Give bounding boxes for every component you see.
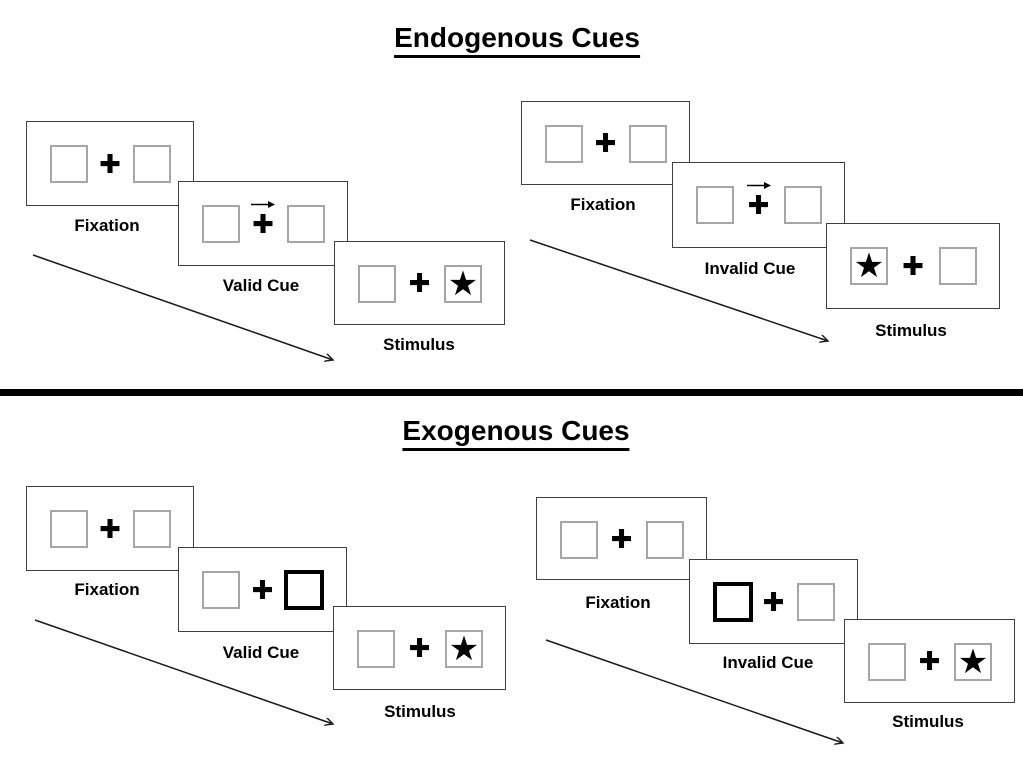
exogenous-valid-stimulus-panel: ✚ ★ [333, 606, 506, 690]
right-box [784, 186, 822, 224]
right-box [646, 521, 684, 559]
right-box [133, 145, 171, 183]
fixation-cross-icon: ✚ [99, 513, 121, 544]
endogenous-valid-fixation-panel: ✚ [26, 121, 194, 206]
timeline-arrow-exogenous-valid [34, 619, 333, 724]
exogenous-valid-fixation-label: Fixation [74, 580, 140, 599]
star-icon: ★ [853, 247, 885, 285]
section-divider [0, 389, 1023, 396]
left-box [357, 630, 395, 668]
cue-box-left [713, 582, 753, 622]
endogenous-invalid-stimulus-panel: ★ ✚ [826, 223, 1000, 309]
endogenous-section-title: Endogenous Cues [394, 22, 640, 58]
timeline-arrow-endogenous-invalid [529, 239, 828, 341]
endogenous-valid-cue-panel: ✚ [178, 181, 348, 266]
right-box: ★ [954, 643, 992, 681]
exogenous-invalid-stimulus-panel: ✚ ★ [844, 619, 1015, 703]
fixation-cross-icon: ✚ [252, 208, 274, 239]
exogenous-invalid-fixation-panel: ✚ [536, 497, 707, 580]
right-box [287, 205, 325, 243]
right-box [133, 510, 171, 548]
exogenous-invalid-cue-label: Invalid Cue [722, 653, 814, 672]
exogenous-invalid-cue-panel: ✚ [689, 559, 858, 644]
fixation-cross-icon: ✚ [762, 586, 785, 617]
left-box [868, 643, 906, 681]
left-box: ★ [850, 247, 888, 285]
endogenous-invalid-fixation-label: Fixation [570, 195, 636, 214]
endogenous-valid-fixation-label: Fixation [74, 216, 140, 235]
left-box [50, 510, 88, 548]
star-icon: ★ [448, 630, 480, 668]
left-box [50, 145, 88, 183]
endogenous-invalid-stimulus-label: Stimulus [875, 321, 947, 340]
right-box [629, 125, 667, 163]
exogenous-title-text: Exogenous Cues [402, 415, 630, 451]
endogenous-valid-stimulus-label: Stimulus [383, 335, 455, 354]
exogenous-valid-stimulus-label: Stimulus [384, 702, 456, 721]
fixation-cross-icon: ✚ [918, 646, 941, 676]
exogenous-valid-cue-panel: ✚ [178, 547, 347, 632]
endogenous-valid-cue-label: Valid Cue [222, 276, 300, 295]
fixation-cross-icon: ✚ [408, 268, 431, 298]
fixation-cross-icon: ✚ [902, 251, 924, 281]
right-arrow-icon [746, 182, 771, 189]
fixation-cross-icon: ✚ [251, 574, 274, 605]
right-box: ★ [445, 630, 483, 668]
right-box [939, 247, 977, 285]
endogenous-invalid-fixation-panel: ✚ [521, 101, 690, 185]
cue-box-right [284, 570, 324, 610]
endogenous-valid-stimulus-panel: ✚ ★ [334, 241, 505, 325]
exogenous-valid-cue-label: Valid Cue [222, 643, 300, 662]
endogenous-title-text: Endogenous Cues [394, 22, 640, 58]
right-arrow-icon [251, 201, 275, 208]
fixation-cross-icon: ✚ [610, 523, 633, 554]
exogenous-invalid-fixation-label: Fixation [585, 593, 651, 612]
right-box [797, 583, 835, 621]
fixation-cross-icon: ✚ [747, 190, 770, 220]
left-box [560, 521, 598, 559]
left-box [202, 205, 240, 243]
left-box [696, 186, 734, 224]
timeline-arrow-endogenous-valid [32, 254, 333, 360]
fixation-cross-icon: ✚ [408, 633, 431, 663]
left-box [545, 125, 583, 163]
exogenous-valid-fixation-panel: ✚ [26, 486, 194, 571]
right-box: ★ [444, 265, 482, 303]
star-icon: ★ [957, 643, 989, 681]
left-box [202, 571, 240, 609]
fixation-cross-icon: ✚ [99, 148, 121, 179]
exogenous-section-title: Exogenous Cues [402, 415, 630, 451]
endogenous-invalid-cue-label: Invalid Cue [704, 259, 796, 278]
exogenous-invalid-stimulus-label: Stimulus [892, 712, 964, 731]
left-box [358, 265, 396, 303]
star-icon: ★ [447, 265, 479, 303]
fixation-cross-icon: ✚ [594, 128, 617, 158]
endogenous-invalid-cue-panel: ✚ [672, 162, 845, 248]
